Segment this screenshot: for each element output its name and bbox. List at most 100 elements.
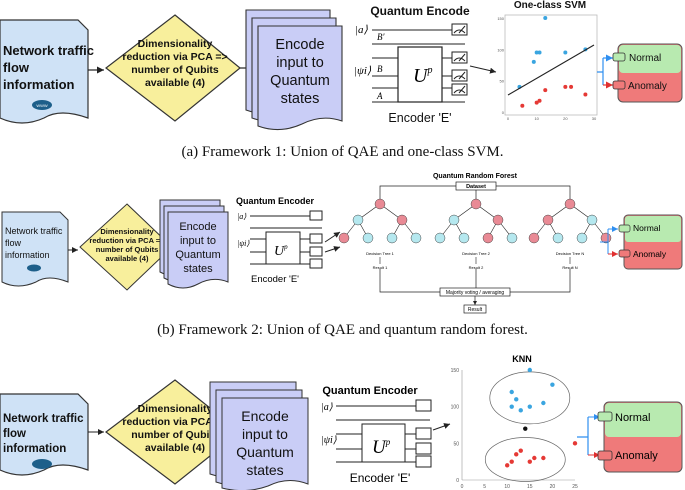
y-tick-label: 0 [502,110,505,115]
y-tick-label: 150 [497,16,504,21]
caption-a: (a) Framework 1: Union of QAE and one-cl… [181,144,504,160]
data-point-query [523,426,528,431]
encode-doc [257,25,343,131]
data-point-anomaly [583,92,588,97]
tree-node [482,232,494,244]
svm-plot: 0 50 100 150 0 10 20 30 [497,16,597,121]
data-point-anomaly [537,98,542,103]
meter-icon [451,51,468,64]
data-point-normal [563,50,568,55]
result-label: Result [468,307,483,313]
svm-plot-frame [504,14,598,116]
data-point-anomaly [569,84,574,89]
tree-node [552,232,564,244]
www-badge: WWW [36,103,48,108]
x-tick-label: 15 [527,484,533,490]
normal-label-2: Normal [633,223,661,233]
data-point-anomaly [514,452,519,457]
encoder-title: Quantum Encode [370,4,470,18]
data-point-normal [527,404,532,409]
data-point-anomaly [527,459,532,464]
forest-title: Quantum Random Forest [433,173,518,180]
encoder-sub-3: Encoder 'E' [350,471,411,485]
ket-psi-2: |ψi⟩ [237,239,250,248]
tree-node [352,214,364,226]
anomaly-label: Anomaly [628,81,667,92]
data-point-anomaly [541,455,546,461]
tree-node [396,214,408,226]
data-point-normal [509,404,514,409]
data-point-anomaly [509,459,514,464]
model-title: One-class SVM [514,0,586,11]
meter-icon [451,83,468,96]
cluster-anomaly [484,437,566,482]
tree-label: Decision Tree N [556,251,585,256]
tree-node [528,232,540,244]
x-tick-label: 10 [534,116,539,121]
encoder-title-2: Quantum Encoder [236,196,315,206]
data-point-anomaly [520,103,525,108]
data-point-normal [550,382,555,387]
www-icon [32,459,52,469]
x-tick-label: 25 [572,484,578,490]
cluster-normal [489,371,571,425]
data-point-normal [509,389,514,395]
label-b-prime: B' [377,32,385,42]
normal-pill-3 [597,411,613,422]
forest: Decision Tree 1 Result 1 Decision Tree 2 Re… [338,198,612,270]
svm-boundary [507,44,595,96]
vote-label: Majority voting / averaging [446,290,505,296]
ket-psi-3: |ψi⟩ [321,435,337,446]
tree-result: Result 1 [373,265,388,270]
tree-node [338,232,350,244]
x-tick-label: 0 [461,484,464,490]
y-tick-label: 0 [456,478,459,484]
ket-a-2: |a⟩ [237,212,247,221]
tree-result: Result 2 [469,265,484,270]
www-icon [27,264,41,272]
x-tick-label: 5 [483,484,486,490]
x-tick-label: 0 [507,116,510,121]
tree-node [470,198,482,210]
tree-node [374,198,386,210]
circuit-3 [336,399,432,468]
circuit-2 [250,210,323,269]
tree-label: Decision Tree 1 [366,251,395,256]
y-tick-label: 50 [500,79,505,84]
y-tick-label: 100 [497,47,504,52]
data-point-normal [541,400,546,406]
tree-node [576,232,588,244]
data-point-anomaly [518,448,523,453]
data-point-anomaly [505,463,510,468]
ket-a-3: |a⟩ [321,402,333,413]
anomaly-label-2: Anomaly [633,249,667,259]
data-point-normal [537,50,542,55]
tree-node [362,232,374,244]
doc-shape [0,19,89,124]
tree-label: Decision Tree 2 [462,251,491,256]
pca-diamond-2 [79,203,173,291]
ket-psi: |ψi⟩ [354,65,372,77]
dataset-label: Dataset [466,184,486,190]
knn-title: KNN [512,354,532,364]
data-point-anomaly [572,441,578,446]
anomaly-label-3: Anomaly [615,450,658,462]
data-point-normal [518,408,523,413]
x-tick-label: 20 [563,116,568,121]
normal-label: Normal [629,53,661,64]
tree-node [386,232,398,244]
x-tick-label: 20 [550,484,556,490]
x-tick-label: 30 [592,116,597,121]
data-point-normal [543,16,548,20]
data-point-anomaly [532,455,537,461]
ket-a: |a⟩ [355,24,369,36]
encoder-sub: Encoder 'E' [388,111,451,125]
